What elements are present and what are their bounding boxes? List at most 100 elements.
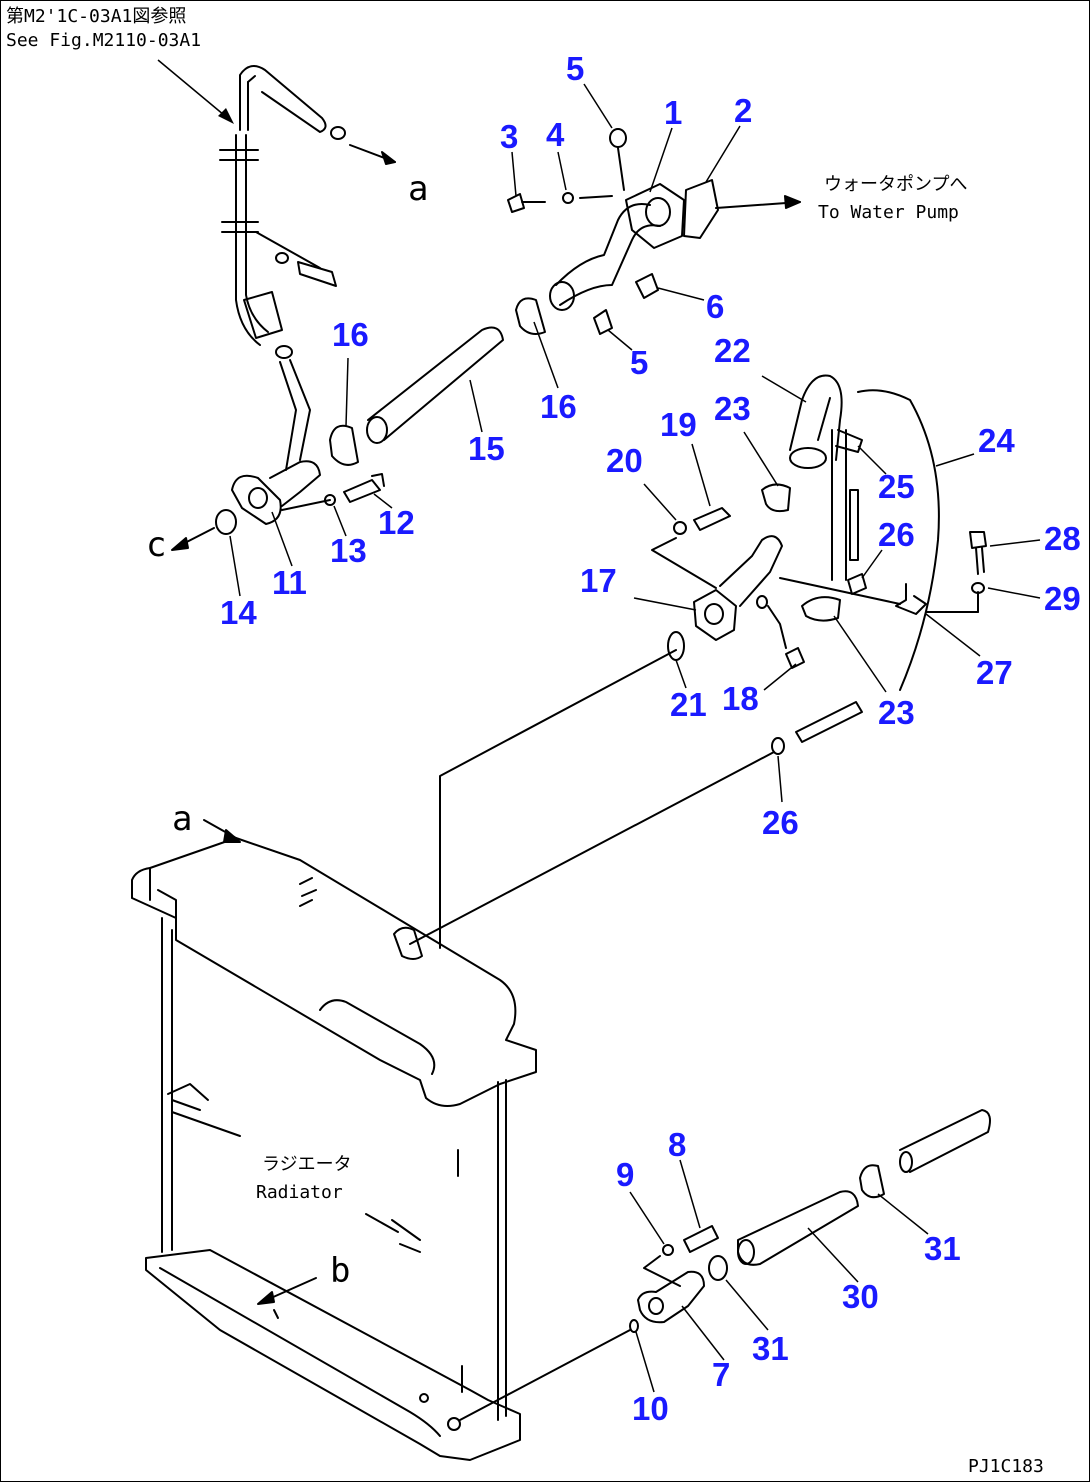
radiator-en: Radiator bbox=[256, 1182, 343, 1203]
washer-20 bbox=[673, 521, 687, 535]
view-letter-b: b bbox=[330, 1251, 350, 1291]
leader-4 bbox=[557, 151, 567, 191]
leader-7 bbox=[681, 1305, 725, 1361]
hose-22 bbox=[789, 374, 843, 461]
callout-14: 14 bbox=[220, 594, 257, 631]
radiator-bottom bbox=[145, 1249, 521, 1461]
bolt-3 bbox=[507, 193, 546, 213]
view-letter-a-top: a bbox=[408, 169, 428, 209]
rod-26 bbox=[795, 701, 863, 743]
leader-19 bbox=[691, 443, 711, 507]
leader-6 bbox=[657, 287, 705, 301]
arrow-head-pump bbox=[784, 195, 801, 209]
bolt-28 bbox=[969, 531, 987, 575]
callout-30: 30 bbox=[842, 1278, 879, 1315]
clamp-23-bottom bbox=[801, 596, 841, 622]
callout-20: 20 bbox=[606, 442, 643, 479]
plug-5-bottom bbox=[593, 309, 613, 335]
lead-clip bbox=[255, 231, 321, 269]
hose-22-inner bbox=[817, 397, 831, 441]
bracket-24 bbox=[857, 389, 940, 691]
plug-5-stem bbox=[617, 147, 625, 191]
callout-7: 7 bbox=[712, 1356, 730, 1393]
leader-27 bbox=[925, 613, 981, 657]
leader-16-left bbox=[345, 357, 349, 427]
sight-tube bbox=[849, 489, 859, 561]
leader-10 bbox=[635, 1331, 655, 1393]
leader-31-lower bbox=[725, 1279, 769, 1331]
lead-9 bbox=[643, 1255, 681, 1287]
hose-30 bbox=[737, 1190, 859, 1266]
callout-16-right: 16 bbox=[540, 388, 577, 425]
left-vertical-tube bbox=[235, 134, 269, 346]
leader-30 bbox=[807, 1227, 859, 1283]
plug-18 bbox=[785, 647, 805, 669]
elbow-pipe bbox=[555, 203, 661, 306]
flange-11-hole bbox=[248, 487, 268, 509]
callout-29: 29 bbox=[1044, 580, 1081, 617]
tube-clamp bbox=[243, 291, 283, 339]
arrow-head-a-radiator bbox=[223, 829, 241, 843]
callout-19: 19 bbox=[660, 406, 697, 443]
upper-pipe-lower-end bbox=[899, 1151, 913, 1173]
long-lead-2 bbox=[409, 751, 775, 945]
link-27 bbox=[779, 577, 901, 605]
radiator-drain-plug bbox=[447, 1417, 461, 1431]
view-letter-a-radiator: a bbox=[172, 799, 192, 839]
leader-13 bbox=[333, 505, 347, 537]
callout-13: 13 bbox=[330, 532, 367, 569]
gasket-14 bbox=[215, 509, 237, 535]
upper-pipe-lower bbox=[899, 1109, 991, 1173]
plug-5-top bbox=[609, 128, 627, 148]
callout-numbers: 1 2 3 4 5 5 6 7 8 9 10 11 12 13 14 15 16… bbox=[220, 50, 1081, 1427]
radiator-detail-1 bbox=[167, 1083, 241, 1137]
clamp-31-lower bbox=[708, 1255, 728, 1281]
arrow-head-a-top bbox=[381, 151, 396, 165]
leader-23-bottom bbox=[833, 615, 887, 693]
to-pump-en: To Water Pump bbox=[818, 202, 959, 223]
leader-11 bbox=[271, 511, 293, 567]
radiator-top-inner bbox=[149, 867, 436, 1075]
callout-24: 24 bbox=[978, 422, 1015, 459]
lead-13 bbox=[281, 499, 331, 511]
elbow-end bbox=[549, 281, 575, 311]
callout-4: 4 bbox=[546, 116, 565, 153]
hose-30-end bbox=[737, 1239, 755, 1265]
radiator-cap bbox=[393, 926, 423, 960]
leader-3 bbox=[511, 151, 517, 197]
callout-5-top: 5 bbox=[566, 50, 584, 87]
long-lead-1 bbox=[439, 649, 677, 949]
to-pump-jp: ウォータポンプへ bbox=[824, 174, 967, 195]
view-letter-c: c bbox=[146, 525, 166, 565]
hose-22-end bbox=[789, 447, 827, 469]
figure-code: PJ1C183 bbox=[968, 1456, 1044, 1477]
gasket-10 bbox=[629, 1319, 639, 1333]
leader-20 bbox=[643, 483, 677, 521]
callout-9: 9 bbox=[616, 1156, 634, 1193]
leader-5-bottom bbox=[607, 329, 633, 351]
flange-17-hole bbox=[704, 603, 724, 625]
gasket-2 bbox=[683, 179, 719, 239]
washer-29 bbox=[971, 582, 985, 594]
callout-31-upper: 31 bbox=[924, 1230, 961, 1267]
washer-pipe bbox=[756, 595, 768, 609]
clamp-16-left bbox=[329, 424, 359, 466]
small-fitting-left bbox=[297, 261, 337, 287]
callout-8: 8 bbox=[668, 1126, 686, 1163]
bolt-12 bbox=[343, 473, 385, 503]
callout-10: 10 bbox=[632, 1390, 669, 1427]
flange-1 bbox=[625, 183, 685, 249]
lower-tube bbox=[279, 359, 311, 471]
leader-23-top bbox=[743, 431, 779, 487]
leader-header-head bbox=[218, 108, 234, 124]
leader-18 bbox=[763, 663, 797, 691]
clamp-23-top bbox=[761, 483, 791, 513]
clamp-16-right bbox=[515, 297, 546, 335]
nut-26-lower bbox=[771, 737, 785, 755]
clamp-31-upper bbox=[859, 1164, 885, 1199]
text-notes: 第M2'1C-03A1図参照 See Fig.M2110-03A1 ウォータポン… bbox=[6, 6, 1044, 1477]
b-mark bbox=[273, 1309, 279, 1319]
leader-header bbox=[157, 59, 231, 121]
hose-15-end bbox=[366, 416, 388, 444]
radiator-top bbox=[131, 837, 537, 1107]
